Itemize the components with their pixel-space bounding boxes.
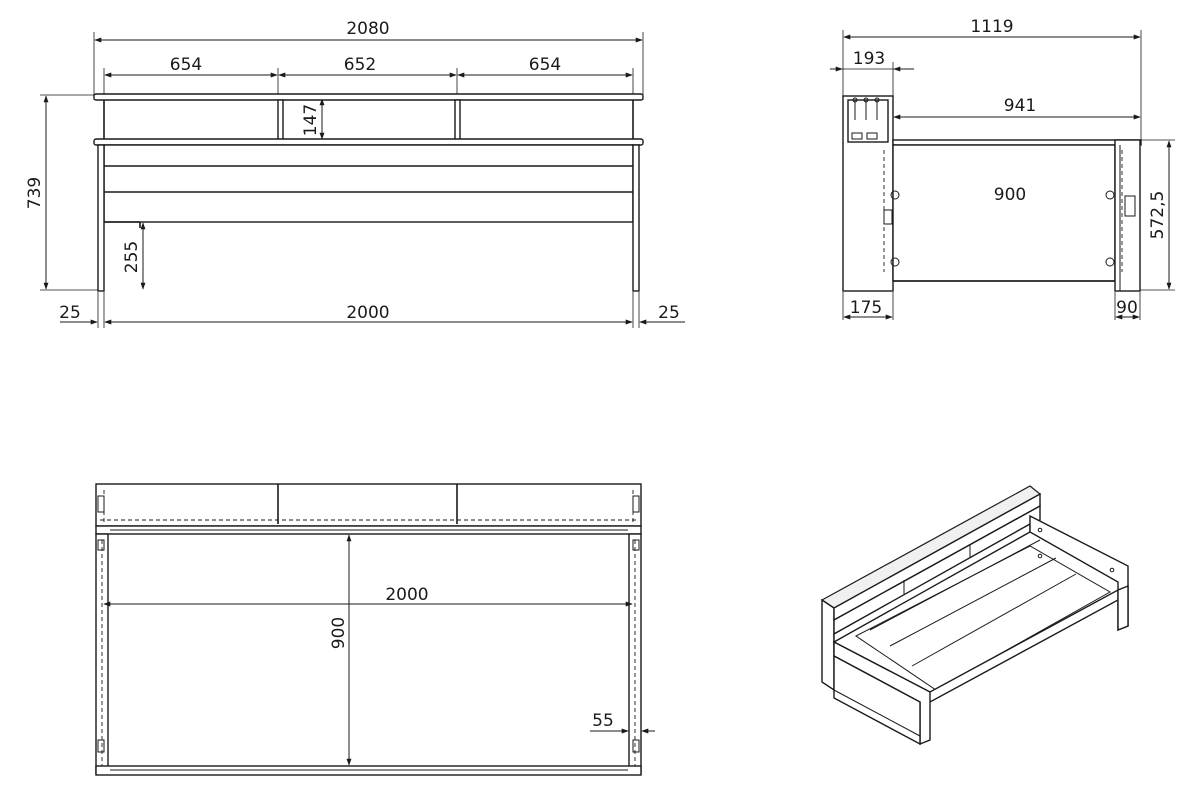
- side-left-panel: 175: [850, 298, 882, 318]
- front-section-right: 654: [529, 55, 561, 75]
- front-view: [40, 32, 685, 328]
- top-view: [95, 483, 655, 776]
- side-right-panel: 90: [1116, 298, 1138, 318]
- top-inner-length: 2000: [385, 585, 428, 605]
- front-total-height: 739: [25, 177, 45, 209]
- top-inner-width: 900: [329, 617, 349, 649]
- side-headboard-depth: 193: [853, 49, 885, 69]
- front-dimension-labels: 2080 654 652 654 147 739 255 2000 25 25: [25, 19, 680, 323]
- side-frame-height: 572,5: [1148, 191, 1168, 240]
- side-view: [830, 30, 1175, 320]
- front-inner-length: 2000: [346, 303, 389, 323]
- side-dimension-labels: 1119 193 941 900 572,5 175 90: [850, 17, 1168, 318]
- front-leg-height: 255: [122, 241, 142, 273]
- side-rail-length: 941: [1004, 96, 1036, 116]
- top-rail-offset: 55: [592, 711, 614, 731]
- front-leg-left: 25: [59, 303, 81, 323]
- front-total-width: 2080: [346, 19, 389, 39]
- side-inner-width: 900: [994, 185, 1026, 205]
- front-section-left: 654: [170, 55, 202, 75]
- isometric-view: [820, 485, 1129, 746]
- front-shelf-height: 147: [301, 104, 321, 136]
- front-leg-right: 25: [658, 303, 680, 323]
- top-dimension-labels: 2000 900 55: [329, 585, 614, 731]
- side-total-depth: 1119: [970, 17, 1013, 37]
- front-section-middle: 652: [344, 55, 376, 75]
